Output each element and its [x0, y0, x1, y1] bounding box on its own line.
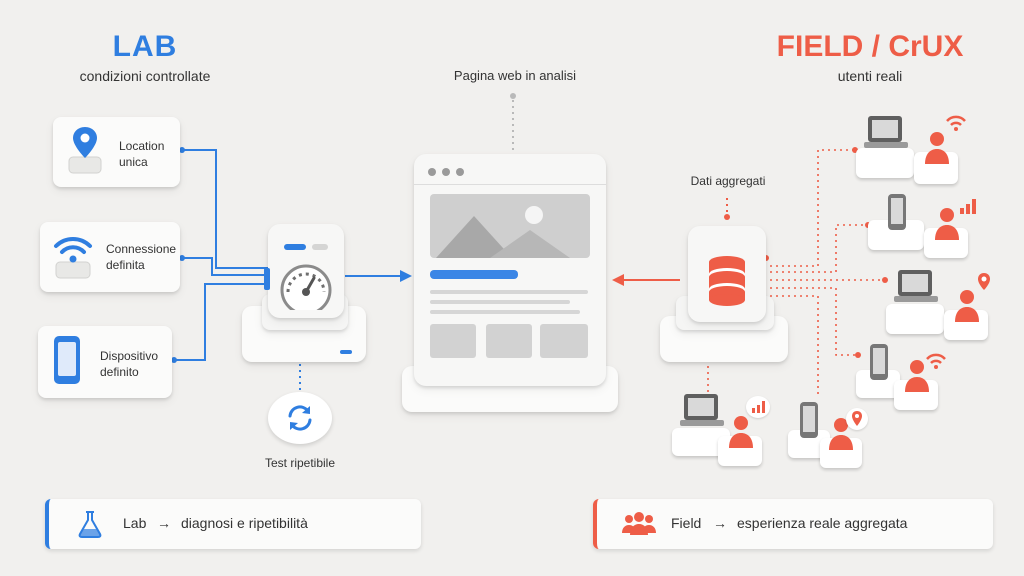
field-legend-bar: Field → esperienza reale aggregata: [593, 499, 993, 549]
lab-input-device-label: Dispositivo definito: [100, 349, 159, 379]
location-icon: [852, 411, 862, 426]
person-icon: [935, 208, 959, 240]
laptop-icon: [864, 116, 908, 148]
field-legend-desc: esperienza reale aggregata: [737, 515, 908, 531]
lab-legend-name: Lab: [123, 515, 147, 531]
image-placeholder-icon: [430, 194, 590, 258]
person-icon: [905, 360, 929, 392]
aggregated-data-label: Dati aggregati: [690, 174, 766, 188]
field-user-4: [894, 360, 938, 410]
location-badge: [846, 408, 868, 430]
person-icon: [955, 290, 979, 322]
person-icon: [729, 416, 753, 448]
laptop-icon: [894, 270, 938, 302]
lab-legend-bar: Lab → diagnosi e ripetibilità: [45, 499, 421, 549]
lab-title: LAB: [112, 30, 178, 63]
lab-legend-arrow: →: [157, 515, 171, 531]
field-title: FIELD / CrUX: [776, 30, 964, 63]
aggregated-database: [688, 226, 766, 322]
smartphone-icon: [54, 336, 80, 384]
field-subtitle: utenti reali: [837, 68, 903, 84]
field-user-2: [924, 208, 968, 258]
phone-icon: [870, 344, 888, 380]
field-user-1: [914, 132, 958, 184]
phone-icon: [800, 402, 818, 438]
field-user-laptop-3: [886, 270, 944, 334]
wifi-signal-icon: [926, 353, 946, 369]
wifi-signal-icon: [946, 115, 966, 131]
page-under-analysis-label: Pagina web in analisi: [453, 68, 577, 83]
field-user-laptop-1: [856, 116, 914, 178]
lab-to-page-arrowhead: [400, 270, 412, 282]
laptop-icon: [680, 394, 724, 426]
refresh-icon: [288, 405, 312, 431]
lab-input-location: Location unica: [53, 117, 180, 187]
database-icon: [709, 256, 745, 306]
location-icon: [978, 273, 990, 290]
field-to-page-arrowhead: [612, 274, 624, 286]
field-user-6: [820, 418, 862, 468]
field-legend-name: Field: [671, 515, 702, 531]
lab-input-connection: Connessione definita: [40, 222, 180, 292]
web-page-mockup: [414, 154, 606, 386]
flask-icon: [78, 511, 102, 538]
lab-input-connection-label: Connessione definita: [106, 242, 177, 272]
lab-connectors: [172, 149, 400, 361]
signal-bars-icon: [960, 199, 976, 214]
phone-icon: [888, 194, 906, 230]
signal-bars-icon: [752, 401, 765, 413]
speedometer-icon: [280, 264, 332, 310]
location-pin-icon: [68, 127, 102, 174]
repeat-test-label: Test ripetibile: [264, 456, 336, 470]
field-user-phone-4: [856, 344, 900, 398]
repeat-test-badge: [268, 392, 332, 444]
field-connectors: [707, 149, 885, 395]
person-icon: [829, 418, 853, 450]
lab-legend-desc: diagnosi e ripetibilità: [181, 515, 308, 531]
test-machine: [264, 224, 344, 318]
signal-badge: [746, 396, 770, 418]
wifi-icon: [54, 236, 92, 279]
field-user-3: [944, 290, 988, 340]
lab-input-location-label: Location unica: [119, 139, 165, 169]
person-icon: [925, 132, 949, 164]
field-legend-arrow: →: [713, 515, 727, 531]
field-user-phone-2: [868, 194, 924, 250]
lab-input-device: Dispositivo definito: [38, 326, 172, 398]
users-group-icon: [622, 512, 656, 535]
field-user-5: [718, 416, 762, 466]
lab-subtitle: condizioni controllate: [79, 68, 211, 84]
